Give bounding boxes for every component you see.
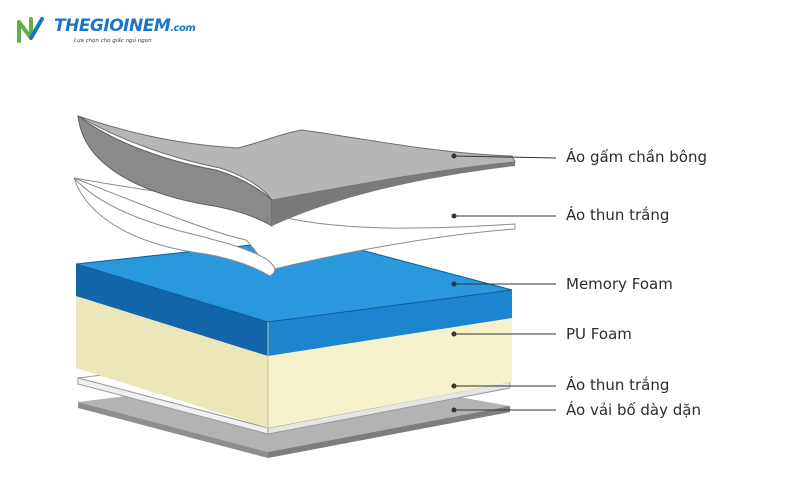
brand-suffix: .com [170, 23, 196, 34]
brand-name: THEGIOINEM [54, 16, 171, 36]
brand-wordmark: THEGIOINEM.com [54, 16, 196, 36]
layer-label-pu-foam: PU Foam [566, 325, 632, 343]
layer-label-lower-white-knit: Áo thun trắng [566, 376, 670, 394]
layer-label-base-fabric: Áo vải bố dày dặn [566, 401, 701, 419]
leader-lines [451, 153, 557, 413]
brand-logo[interactable]: THEGIOINEM.com Lựa chọn cho giấc ngủ ngo… [16, 14, 196, 46]
layer-quilted-brocade [77, 114, 516, 227]
layer-label-upper-white-knit: Áo thun trắng [566, 206, 670, 224]
layer-label-memory-foam: Memory Foam [566, 275, 673, 293]
brand-slogan: Lựa chọn cho giấc ngủ ngon [74, 38, 152, 44]
layer-label-quilted-brocade: Áo gấm chần bông [566, 148, 707, 166]
brand-mark-icon [17, 17, 44, 43]
foam-block [75, 237, 513, 428]
